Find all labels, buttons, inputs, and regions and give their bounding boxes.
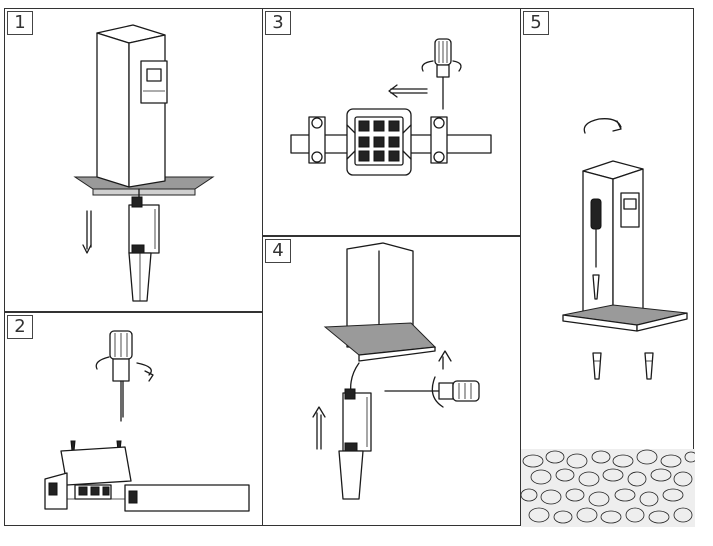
step-4-panel: 4	[262, 236, 521, 526]
attaching-connector-illustration	[312, 242, 480, 500]
step-5-number: 5	[523, 11, 549, 35]
step-1-number: 1	[7, 11, 33, 35]
step-3-panel: 3	[262, 8, 521, 236]
bollard-on-base-illustration	[73, 24, 215, 302]
step-2-number: 2	[7, 315, 33, 339]
wiring-terminal-illustration	[290, 38, 492, 176]
step-5-panel: 5	[520, 8, 695, 527]
step-2-panel: 2	[4, 312, 263, 526]
step-3-number: 3	[265, 11, 291, 35]
screwing-cover-illustration	[44, 330, 250, 512]
step-4-number: 4	[265, 239, 291, 263]
gravel-pattern	[521, 449, 695, 524]
mounting-to-ground-illustration	[521, 118, 695, 527]
step-1-panel: 1	[4, 8, 263, 312]
